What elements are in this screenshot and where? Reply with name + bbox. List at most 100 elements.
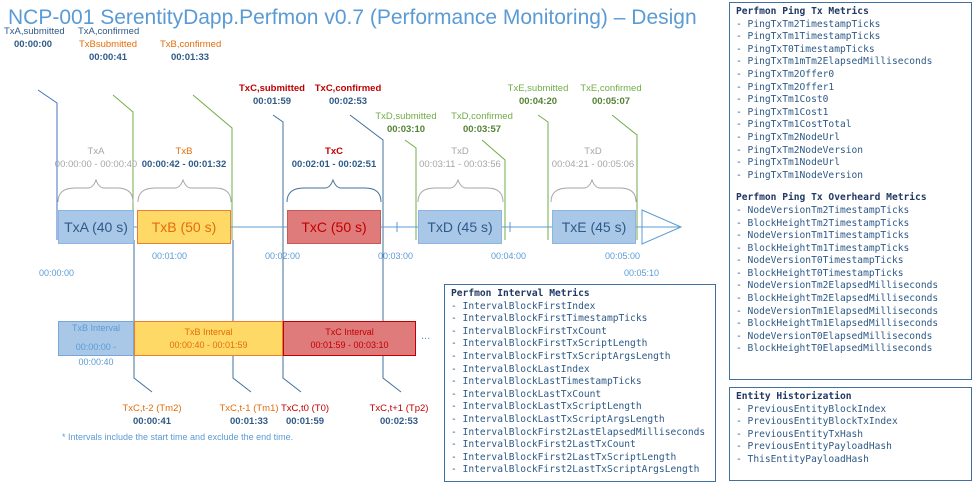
ping-tx-metrics-list: - PingTxTm2TimestampTicks- PingTxTm1Time… bbox=[736, 19, 965, 183]
metric-item: - NodeVersionT0TimestampTicks bbox=[736, 255, 904, 267]
metric-item: - PingTxTm1NodeUrl bbox=[736, 157, 840, 169]
metric-item: - BlockHeightTm1ElapsedMilliseconds bbox=[736, 318, 939, 330]
brace-txc bbox=[286, 178, 382, 203]
metric-item: - PreviousEntityPayloadHash bbox=[736, 441, 892, 453]
metric-item: - PingTxTm2TimestampTicks bbox=[736, 18, 881, 30]
event-txc-submitted: TxC,submitted 00:01:59 bbox=[238, 82, 306, 108]
span-txd: TxD 00:03:11 - 00:03:56 bbox=[414, 145, 506, 171]
leader-ping-tm1 bbox=[232, 240, 252, 393]
metric-item: - IntervalBlockFirstTxScriptLength bbox=[451, 338, 648, 350]
metric-item: - IntervalBlockLastTimestampTicks bbox=[451, 376, 642, 388]
span-range: 00:02:01 - 00:02:51 bbox=[291, 159, 377, 170]
event-label: TxE,submitted bbox=[507, 83, 569, 94]
leader-txa-confirmed bbox=[112, 94, 134, 240]
leader-txb-confirmed bbox=[192, 94, 233, 240]
event-time: 00:03:10 bbox=[386, 124, 426, 135]
interval-bar-txb: TxB Interval 00:00:40 - 00:01:59 bbox=[134, 321, 283, 356]
metric-item: - IntervalBlockFirstTimestampTicks bbox=[451, 313, 648, 325]
axis-tick-label: 00:02:00 bbox=[265, 251, 301, 261]
event-time: 00:03:57 bbox=[462, 124, 502, 135]
event-label: TxC,submitted bbox=[239, 83, 305, 94]
axis-tick-label: 00:04:00 bbox=[491, 251, 527, 261]
axis-tick-label: 00:05:10 bbox=[624, 268, 660, 278]
metric-item: - PingTxTm1NodeVersion bbox=[736, 169, 864, 181]
metric-item: - PreviousEntityBlockTxIndex bbox=[736, 416, 898, 428]
brace-txa bbox=[57, 178, 134, 203]
event-time: 00:02:53 bbox=[328, 96, 368, 107]
ping-label: TxC,t0 (T0) bbox=[280, 403, 330, 414]
event-label: TxD,confirmed bbox=[451, 111, 513, 122]
box-header: Perfmon Ping Tx Metrics bbox=[736, 6, 869, 17]
metric-item: - IntervalBlockLastTxScriptArgsLength bbox=[451, 413, 665, 425]
interval-bar-txa: TxB Interval 00:00:00 - bbox=[58, 321, 134, 356]
interval-name: TxC Interval bbox=[325, 327, 374, 337]
metric-item: - PingTxTm1mTm2ElapsedMilliseconds bbox=[736, 56, 933, 68]
metric-item: - NodeVersionTm1ElapsedMilliseconds bbox=[736, 305, 939, 317]
metric-item: - BlockHeightTm2TimestampTicks bbox=[736, 217, 910, 229]
footnote: * Intervals include the start time and e… bbox=[62, 432, 294, 442]
span-txa: TxA 00:00:00 - 00:00:40 bbox=[50, 145, 142, 171]
span-range: 00:03:11 - 00:03:56 bbox=[419, 159, 501, 170]
event-txa-submitted: TxA,submitted 00:00:00 bbox=[4, 25, 65, 51]
axis-tick-label: 00:03:00 bbox=[378, 251, 414, 261]
interval-range-continued: 00:00:40 bbox=[78, 357, 114, 367]
leader-txd-confirmed bbox=[481, 139, 506, 240]
interval-name: TxB Interval bbox=[184, 327, 233, 337]
metric-item: - IntervalBlockLastIndex bbox=[451, 363, 590, 375]
metric-item: - IntervalBlockLastTxCount bbox=[451, 388, 602, 400]
metric-item: - BlockHeightT0ElapsedMilliseconds bbox=[736, 343, 933, 355]
box-header-overheard: Perfmon Ping Tx Overheard Metrics bbox=[736, 192, 927, 204]
event-label: TxD,submitted bbox=[375, 111, 437, 122]
event-label: TxA,submitted bbox=[4, 26, 65, 37]
metric-item: - IntervalBlockFirst2LastElapsedMillisec… bbox=[451, 426, 706, 438]
interval-name: TxB Interval bbox=[71, 323, 120, 333]
metric-item: - NodeVersionTm1TimestampTicks bbox=[736, 230, 910, 242]
event-label-2: TxBsubmitted bbox=[78, 39, 138, 50]
metric-item: - PingTxTm2NodeUrl bbox=[736, 131, 840, 143]
metric-item: - IntervalBlockFirst2LastTxCount bbox=[451, 439, 636, 451]
metric-item: - IntervalBlockFirstTxCount bbox=[451, 325, 607, 337]
span-range: 00:04:21 - 00:05:06 bbox=[551, 159, 635, 170]
ping-time: 00:01:59 bbox=[285, 416, 325, 427]
diagram-title: NCP-001 SerentityDapp.Perfmon v0.7 (Perf… bbox=[8, 6, 697, 29]
metric-item: - PingTxT0TimestampTicks bbox=[736, 43, 875, 55]
span-name: TxA bbox=[87, 146, 105, 157]
span-range: 00:00:00 - 00:00:40 bbox=[54, 159, 138, 170]
ping-time: 00:00:41 bbox=[132, 416, 172, 427]
metric-item: - BlockHeightT0TimestampTicks bbox=[736, 267, 904, 279]
metric-item: - ThisEntityPayloadHash bbox=[736, 453, 869, 465]
ping-point-t0: TxC,t0 (T0) 00:01:59 bbox=[276, 402, 334, 428]
ping-point-tm1: TxC,t-1 (Tm1) 00:01:33 bbox=[213, 402, 285, 428]
metric-item: - NodeVersionT0ElapsedMilliseconds bbox=[736, 330, 933, 342]
leader-ping-t0 bbox=[282, 240, 302, 393]
metric-item: - PingTxTm2Offer1 bbox=[736, 81, 835, 93]
event-txe-submitted: TxE,submitted 00:04:20 bbox=[505, 82, 571, 108]
interval-range: 00:00:40 - 00:01:59 bbox=[169, 340, 248, 350]
event-time: 00:01:33 bbox=[170, 52, 210, 63]
brace-txd bbox=[417, 178, 504, 203]
event-time: 00:01:59 bbox=[252, 96, 292, 107]
more-intervals-ellipsis: ... bbox=[421, 330, 431, 342]
interval-metrics-box: Perfmon Interval Metrics - IntervalBlock… bbox=[444, 284, 716, 482]
entity-historization-list: - PreviousEntityBlockIndex- PreviousEnti… bbox=[736, 404, 965, 467]
span-name: TxB bbox=[175, 146, 193, 157]
brace-txe bbox=[550, 178, 637, 203]
tx-bar-txc: TxC (50 s) bbox=[287, 210, 381, 244]
metric-item: - PingTxTm2Offer0 bbox=[736, 68, 835, 80]
metric-item: - PingTxTm1Cost0 bbox=[736, 94, 829, 106]
leader-txc-confirmed bbox=[349, 114, 384, 240]
ping-point-tp2: TxC,t+1 (Tp2) 00:02:53 bbox=[364, 402, 434, 428]
event-time: 00:05:07 bbox=[591, 96, 631, 107]
leader-ping-tp2 bbox=[382, 240, 402, 393]
leader-ping-tm2 bbox=[133, 240, 153, 393]
ping-time: 00:01:33 bbox=[229, 416, 269, 427]
metric-item: - IntervalBlockFirstIndex bbox=[451, 300, 596, 312]
tx-bar-txa: TxA (40 s) bbox=[58, 210, 134, 244]
interval-range: 00:01:59 - 00:03:10 bbox=[310, 340, 389, 350]
metric-item: - PingTxTm2NodeVersion bbox=[736, 144, 864, 156]
ping-label: TxC,t-1 (Tm1) bbox=[219, 403, 279, 414]
metric-item: - NodeVersionTm2ElapsedMilliseconds bbox=[736, 280, 939, 292]
axis-tick-label: 00:01:00 bbox=[152, 251, 188, 261]
axis-tick-label: 00:00:00 bbox=[39, 268, 75, 278]
interval-bar-txc: TxC Interval 00:01:59 - 00:03:10 bbox=[283, 321, 416, 356]
